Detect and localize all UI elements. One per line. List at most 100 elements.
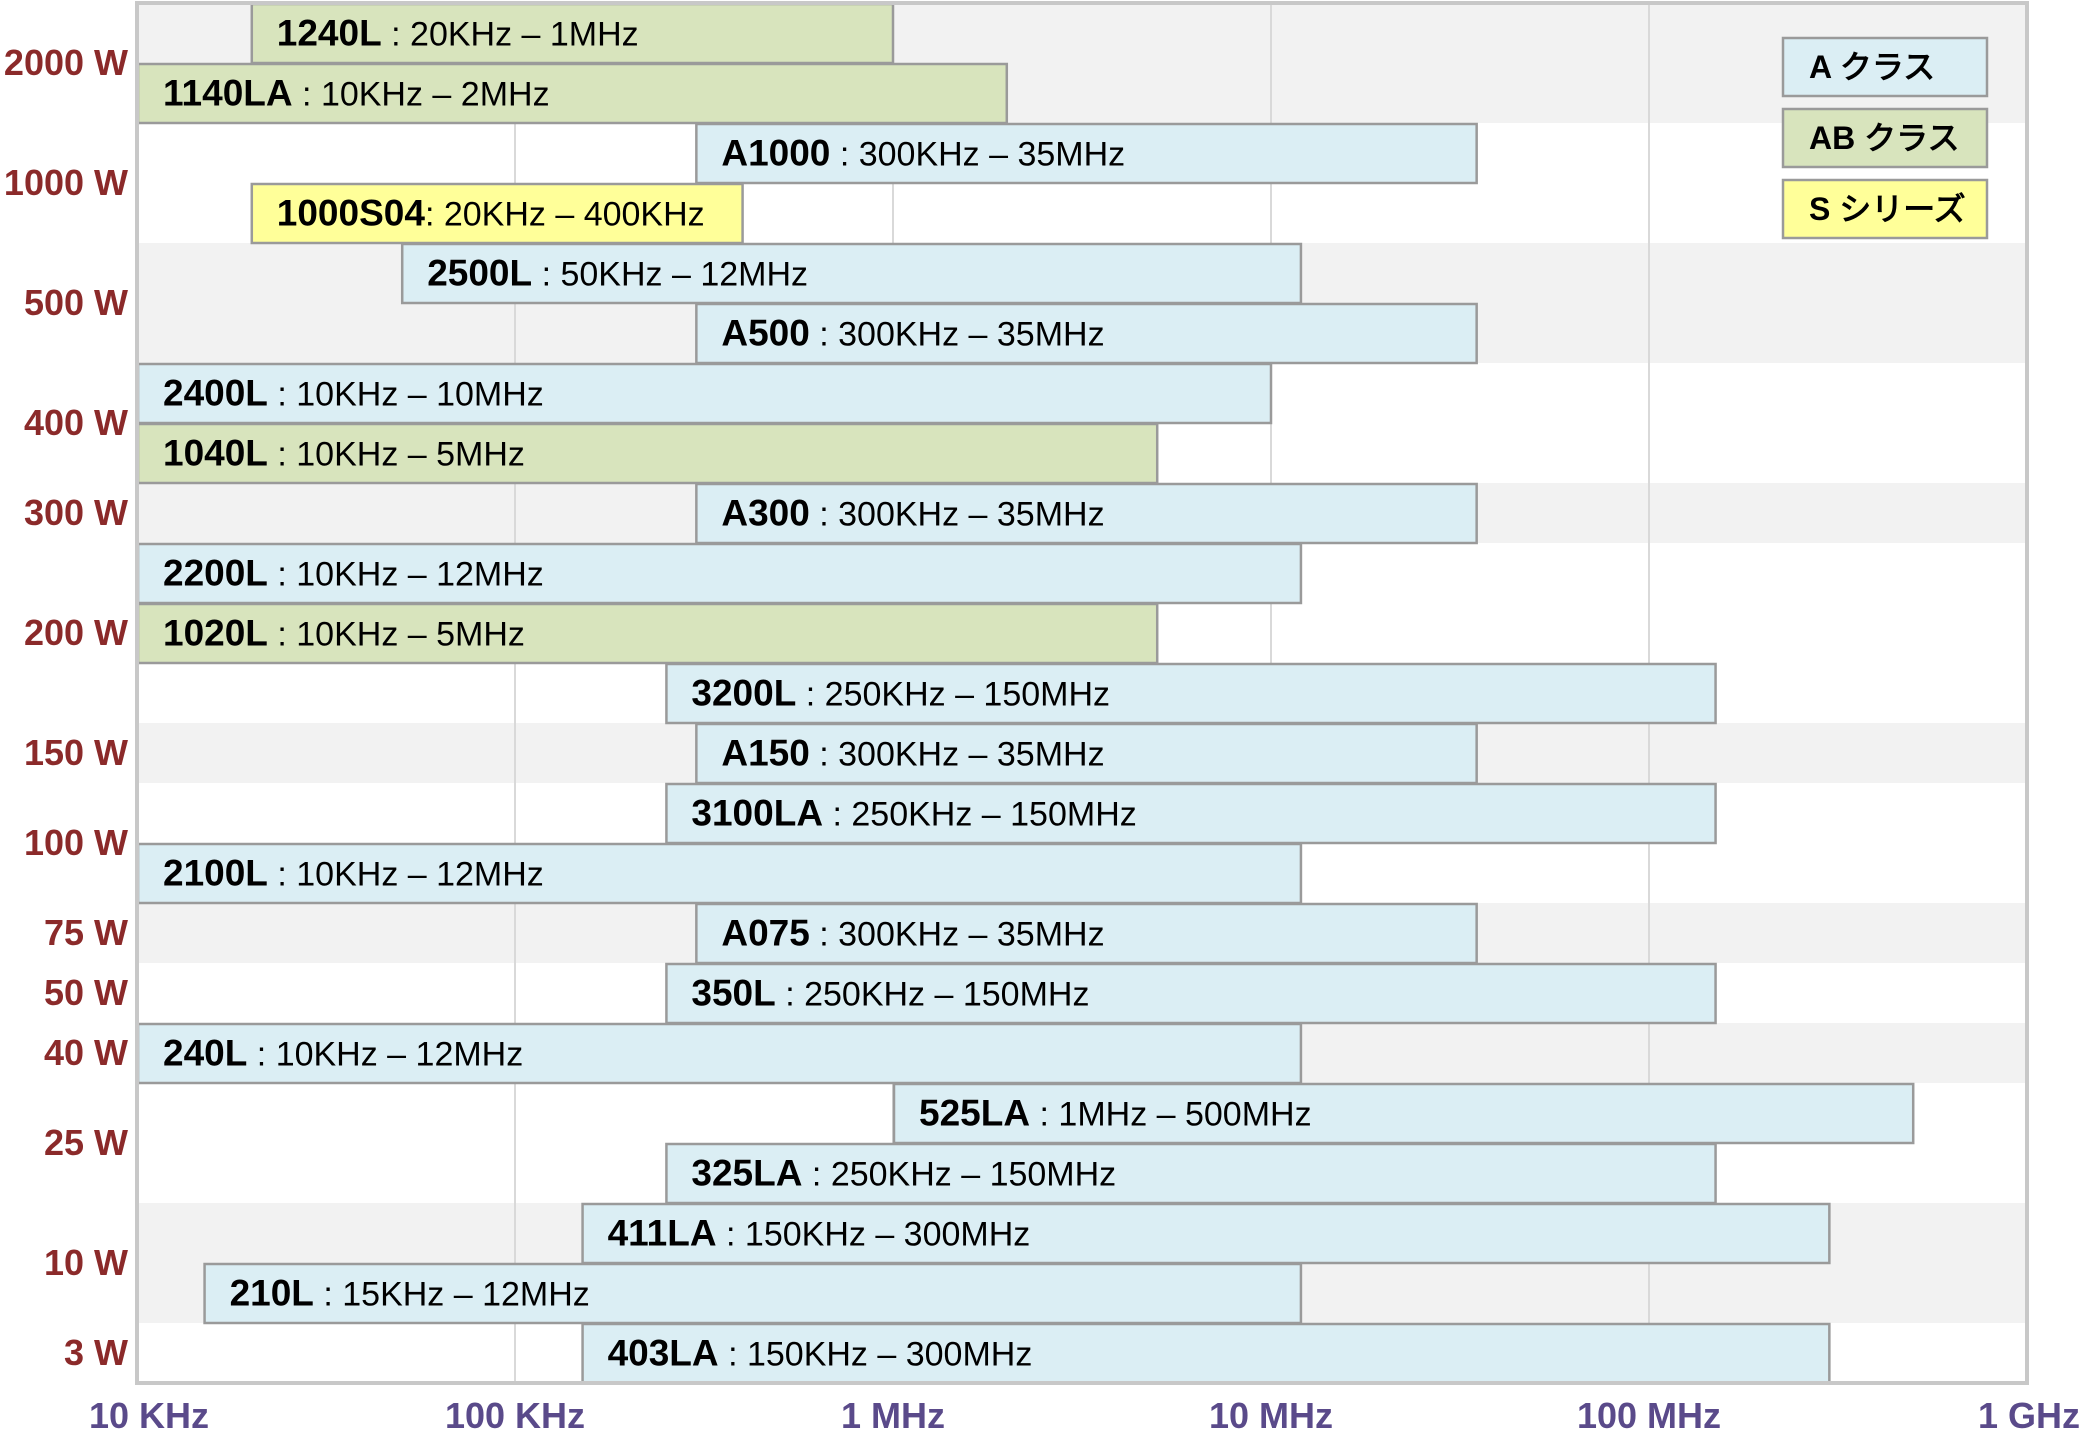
bar-separator: : bbox=[293, 76, 321, 114]
bar-350l: 350L : 250KHz – 150MHz bbox=[665, 962, 1717, 1025]
bar-model: 1240L bbox=[277, 13, 382, 54]
legend-item-s: S シリーズ bbox=[1781, 178, 1989, 240]
bar-rect bbox=[400, 242, 1303, 305]
bar-separator: : bbox=[802, 1156, 830, 1194]
bar-model: A150 bbox=[721, 733, 809, 774]
bar-240l: 240L : 10KHz – 12MHz bbox=[136, 1022, 1303, 1085]
y-tick-label: 200 W bbox=[24, 612, 128, 653]
bar-rect bbox=[136, 602, 1159, 665]
bar-label: 403LA : 150KHz – 300MHz bbox=[608, 1333, 1033, 1374]
bar-1140la: 1140LA : 10KHz – 2MHz bbox=[136, 62, 1009, 125]
x-tick-label: 10 KHz bbox=[89, 1395, 209, 1432]
bar-range: 300KHz – 35MHz bbox=[838, 316, 1104, 354]
bar-label: 2500L : 50KHz – 12MHz bbox=[427, 253, 808, 294]
bar-range: 250KHz – 150MHz bbox=[825, 676, 1110, 714]
x-tick-label: 1 MHz bbox=[841, 1395, 945, 1432]
bar-model: 2400L bbox=[163, 373, 268, 414]
bar-rect bbox=[136, 62, 1009, 125]
bar-range: 250KHz – 150MHz bbox=[831, 1156, 1116, 1194]
frequency-axis: 10 KHz 100 KHz 1 MHz 10 MHz 100 MHz 1 GHz bbox=[89, 1395, 2080, 1432]
y-tick-label: 500 W bbox=[24, 282, 128, 323]
bar-range: 10KHz – 12MHz bbox=[296, 856, 544, 894]
bar-rect bbox=[665, 1142, 1717, 1205]
bar-a300: A300 : 300KHz – 35MHz bbox=[695, 482, 1478, 545]
y-tick-label: 10 W bbox=[44, 1242, 128, 1283]
x-tick-label: 1 GHz bbox=[1978, 1395, 2080, 1432]
bar-1240l: 1240L : 20KHz – 1MHz bbox=[250, 2, 895, 65]
bar-range: 150KHz – 300MHz bbox=[745, 1216, 1030, 1254]
x-tick-label: 100 KHz bbox=[445, 1395, 585, 1432]
bar-range: 10KHz – 5MHz bbox=[296, 616, 525, 654]
bar-range: 15KHz – 12MHz bbox=[342, 1276, 590, 1314]
y-tick-label: 40 W bbox=[44, 1032, 128, 1073]
bar-model: 1000S04 bbox=[277, 193, 426, 234]
bar-rect bbox=[581, 1322, 1831, 1385]
bar-range: 10KHz – 5MHz bbox=[296, 436, 525, 474]
plot-frame bbox=[135, 1, 2029, 1385]
bar-model: 1140LA bbox=[163, 73, 293, 114]
bar-range: 50KHz – 12MHz bbox=[560, 256, 808, 294]
bar-range: 300KHz – 35MHz bbox=[838, 916, 1104, 954]
legend-swatch bbox=[1781, 178, 1989, 240]
bar-2400l: 2400L : 10KHz – 10MHz bbox=[136, 362, 1273, 425]
bar-model: 350L bbox=[691, 973, 775, 1014]
legend-item-a: A クラス bbox=[1781, 36, 1989, 98]
bar-rect bbox=[695, 122, 1478, 185]
x-tick-label: 10 MHz bbox=[1209, 1395, 1333, 1432]
bar-separator: : bbox=[830, 136, 858, 174]
bar-1020l: 1020L : 10KHz – 5MHz bbox=[136, 602, 1159, 665]
bar-separator: : bbox=[425, 196, 444, 234]
y-tick-label: 100 W bbox=[24, 822, 128, 863]
bar-525la: 525LA : 1MHz – 500MHz bbox=[892, 1082, 1915, 1145]
y-tick-label: 300 W bbox=[24, 492, 128, 533]
bar-model: 3100LA bbox=[691, 793, 823, 834]
bar-label: A1000 : 300KHz – 35MHz bbox=[721, 133, 1125, 174]
bar-model: 1040L bbox=[163, 433, 268, 474]
x-tick-label: 100 MHz bbox=[1577, 1395, 1721, 1432]
y-tick-label: 400 W bbox=[24, 402, 128, 443]
bar-rect bbox=[136, 422, 1159, 485]
bar-range: 300KHz – 35MHz bbox=[859, 136, 1125, 174]
bar-2500l: 2500L : 50KHz – 12MHz bbox=[400, 242, 1303, 305]
bar-rect bbox=[695, 902, 1478, 965]
legend-swatch bbox=[1781, 107, 1989, 169]
bar-label: 3100LA : 250KHz – 150MHz bbox=[691, 793, 1136, 834]
y-tick-label: 25 W bbox=[44, 1122, 128, 1163]
bar-range: 300KHz – 35MHz bbox=[838, 496, 1104, 534]
legend-label: A クラス bbox=[1809, 49, 1935, 85]
bar-separator: : bbox=[810, 916, 838, 954]
bar-model: A300 bbox=[721, 493, 809, 534]
bar-range: 250KHz – 150MHz bbox=[804, 976, 1089, 1014]
bar-rect bbox=[203, 1262, 1303, 1325]
bar-separator: : bbox=[823, 796, 851, 834]
bar-separator: : bbox=[796, 676, 824, 714]
legend-item-ab: AB クラス bbox=[1781, 107, 1989, 169]
bar-model: 210L bbox=[230, 1273, 314, 1314]
legend: A クラス AB クラス S シリーズ bbox=[1781, 36, 1989, 240]
bar-rect bbox=[695, 302, 1478, 365]
bar-label: 411LA : 150KHz – 300MHz bbox=[608, 1213, 1031, 1254]
bar-range: 10KHz – 12MHz bbox=[296, 556, 544, 594]
bar-a150: A150 : 300KHz – 35MHz bbox=[695, 722, 1478, 785]
bar-rect bbox=[581, 1202, 1831, 1265]
bar-range: 10KHz – 10MHz bbox=[296, 376, 544, 414]
bar-3200l: 3200L : 250KHz – 150MHz bbox=[665, 662, 1717, 725]
bar-separator: : bbox=[776, 976, 804, 1014]
bar-label: 240L : 10KHz – 12MHz bbox=[163, 1033, 523, 1074]
bar-separator: : bbox=[268, 436, 296, 474]
bar-separator: : bbox=[810, 736, 838, 774]
bar-1000s04: 1000S04: 20KHz – 400KHz bbox=[250, 182, 744, 245]
bar-separator: : bbox=[810, 496, 838, 534]
bar-separator: : bbox=[810, 316, 838, 354]
bar-label: 2400L : 10KHz – 10MHz bbox=[163, 373, 544, 414]
bar-model: 2100L bbox=[163, 853, 268, 894]
legend-label: AB クラス bbox=[1809, 120, 1959, 156]
bar-label: 2100L : 10KHz – 12MHz bbox=[163, 853, 544, 894]
bar-label: 350L : 250KHz – 150MHz bbox=[691, 973, 1089, 1014]
bar-model: A500 bbox=[721, 313, 809, 354]
bar-separator: : bbox=[268, 856, 296, 894]
bar-label: 1140LA : 10KHz – 2MHz bbox=[163, 73, 550, 114]
bar-range: 20KHz – 400KHz bbox=[444, 196, 705, 234]
bar-separator: : bbox=[382, 16, 410, 54]
bar-range: 10KHz – 12MHz bbox=[276, 1036, 524, 1074]
